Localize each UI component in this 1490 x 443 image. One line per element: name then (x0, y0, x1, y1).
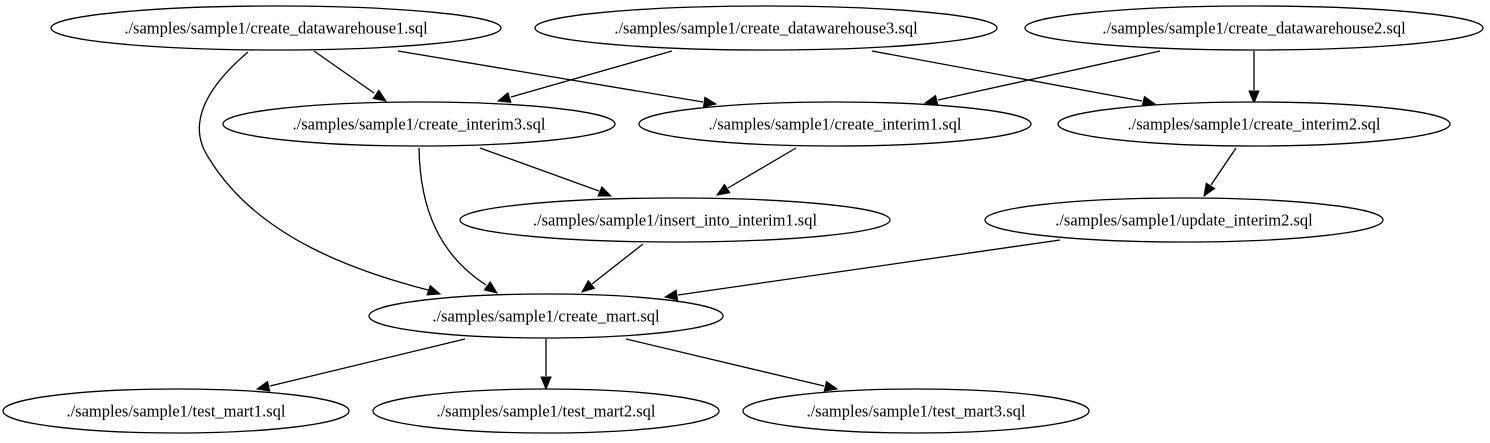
node-tm2: ./samples/sample1/test_mart2.sql (372, 388, 720, 434)
edge-ci3-to-cm (418, 147, 499, 294)
node-shape (50, 5, 502, 51)
node-tm1: ./samples/sample1/test_mart1.sql (2, 388, 350, 434)
node-label: ./samples/sample1/create_interim2.sql (1128, 115, 1381, 134)
edge-cdw1-to-cm (198, 51, 442, 296)
edge-cdw3-to-ci3 (496, 50, 673, 103)
node-cdw2: ./samples/sample1/create_datawarehouse2.… (1024, 5, 1484, 51)
edge-line (591, 243, 644, 285)
node-shape (984, 197, 1384, 243)
edge-cm-to-tm3 (625, 338, 839, 392)
edge-line (677, 239, 1061, 296)
edge-ci2-to-ui2 (1203, 147, 1237, 198)
arrow-head (1203, 182, 1216, 198)
edge-line (397, 50, 704, 103)
edge-line (479, 147, 600, 192)
edge-line (313, 50, 375, 94)
edge-line (937, 50, 1161, 101)
node-label: ./samples/sample1/insert_into_interim1.s… (533, 211, 818, 230)
node-iii1: ./samples/sample1/insert_into_interim1.s… (459, 197, 891, 243)
node-shape (638, 101, 1032, 147)
edge-ui2-to-cm (663, 239, 1061, 301)
arrow-head (580, 279, 596, 293)
edge-line (510, 50, 673, 98)
arrow-head (540, 376, 552, 391)
node-cdw1: ./samples/sample1/create_datawarehouse1.… (50, 5, 502, 51)
node-shape (1024, 5, 1484, 51)
edge-line (269, 338, 466, 387)
edge-cm-to-tm2 (540, 339, 552, 391)
node-label: ./samples/sample1/create_mart.sql (432, 307, 660, 326)
arrow-head (483, 280, 499, 294)
node-shape (368, 293, 724, 339)
node-shape (742, 388, 1090, 434)
arrow-head (597, 185, 613, 197)
edge-cdw1-to-ci3 (313, 50, 388, 102)
node-ci3: ./samples/sample1/create_interim3.sql (222, 101, 616, 147)
nodes-layer: ./samples/sample1/create_datawarehouse1.… (2, 5, 1484, 434)
node-ui2: ./samples/sample1/update_interim2.sql (984, 197, 1384, 243)
node-shape (1057, 101, 1451, 147)
node-label: ./samples/sample1/create_datawarehouse3.… (614, 19, 918, 38)
edge-line (625, 338, 825, 387)
node-label: ./samples/sample1/test_mart1.sql (66, 402, 285, 421)
node-label: ./samples/sample1/update_interim2.sql (1055, 211, 1313, 230)
node-ci2: ./samples/sample1/create_interim2.sql (1057, 101, 1451, 147)
edge-line (727, 147, 797, 189)
node-cm: ./samples/sample1/create_mart.sql (368, 293, 724, 339)
node-label: ./samples/sample1/create_datawarehouse2.… (1102, 19, 1406, 38)
edge-iii1-to-cm (580, 243, 644, 293)
edge-cdw2-to-ci1 (923, 50, 1161, 106)
edges-layer (198, 50, 1260, 392)
edge-cdw3-to-ci2 (871, 50, 1157, 107)
edge-line (1210, 147, 1237, 186)
edge-cm-to-tm1 (255, 338, 466, 392)
edge-ci3-to-iii1 (479, 147, 613, 197)
arrow-head (1248, 90, 1260, 105)
edge-cdw1-to-ci1 (397, 50, 718, 108)
node-shape (459, 197, 891, 243)
arrow-head (823, 380, 839, 392)
node-shape (534, 5, 998, 51)
arrow-head (255, 380, 271, 392)
node-label: ./samples/sample1/create_interim3.sql (293, 115, 546, 134)
edge-line (871, 50, 1143, 102)
arrow-head (663, 289, 679, 301)
edge-line (198, 51, 429, 291)
node-ci1: ./samples/sample1/create_interim1.sql (638, 101, 1032, 147)
arrow-head (426, 284, 442, 296)
node-label: ./samples/sample1/test_mart3.sql (806, 402, 1025, 421)
node-label: ./samples/sample1/create_interim1.sql (709, 115, 962, 134)
node-cdw3: ./samples/sample1/create_datawarehouse3.… (534, 5, 998, 51)
arrow-head (702, 96, 718, 108)
edge-cdw2-to-ci2 (1248, 51, 1260, 105)
node-shape (222, 101, 616, 147)
node-tm3: ./samples/sample1/test_mart3.sql (742, 388, 1090, 434)
arrow-head (496, 91, 512, 103)
edge-ci1-to-iii1 (715, 147, 797, 196)
arrow-head (372, 89, 388, 102)
arrow-head (715, 183, 731, 196)
arrow-head (923, 94, 939, 106)
node-shape (2, 388, 350, 434)
node-label: ./samples/sample1/create_datawarehouse1.… (124, 19, 428, 38)
node-shape (372, 388, 720, 434)
edge-line (418, 147, 487, 286)
node-label: ./samples/sample1/test_mart2.sql (436, 402, 655, 421)
